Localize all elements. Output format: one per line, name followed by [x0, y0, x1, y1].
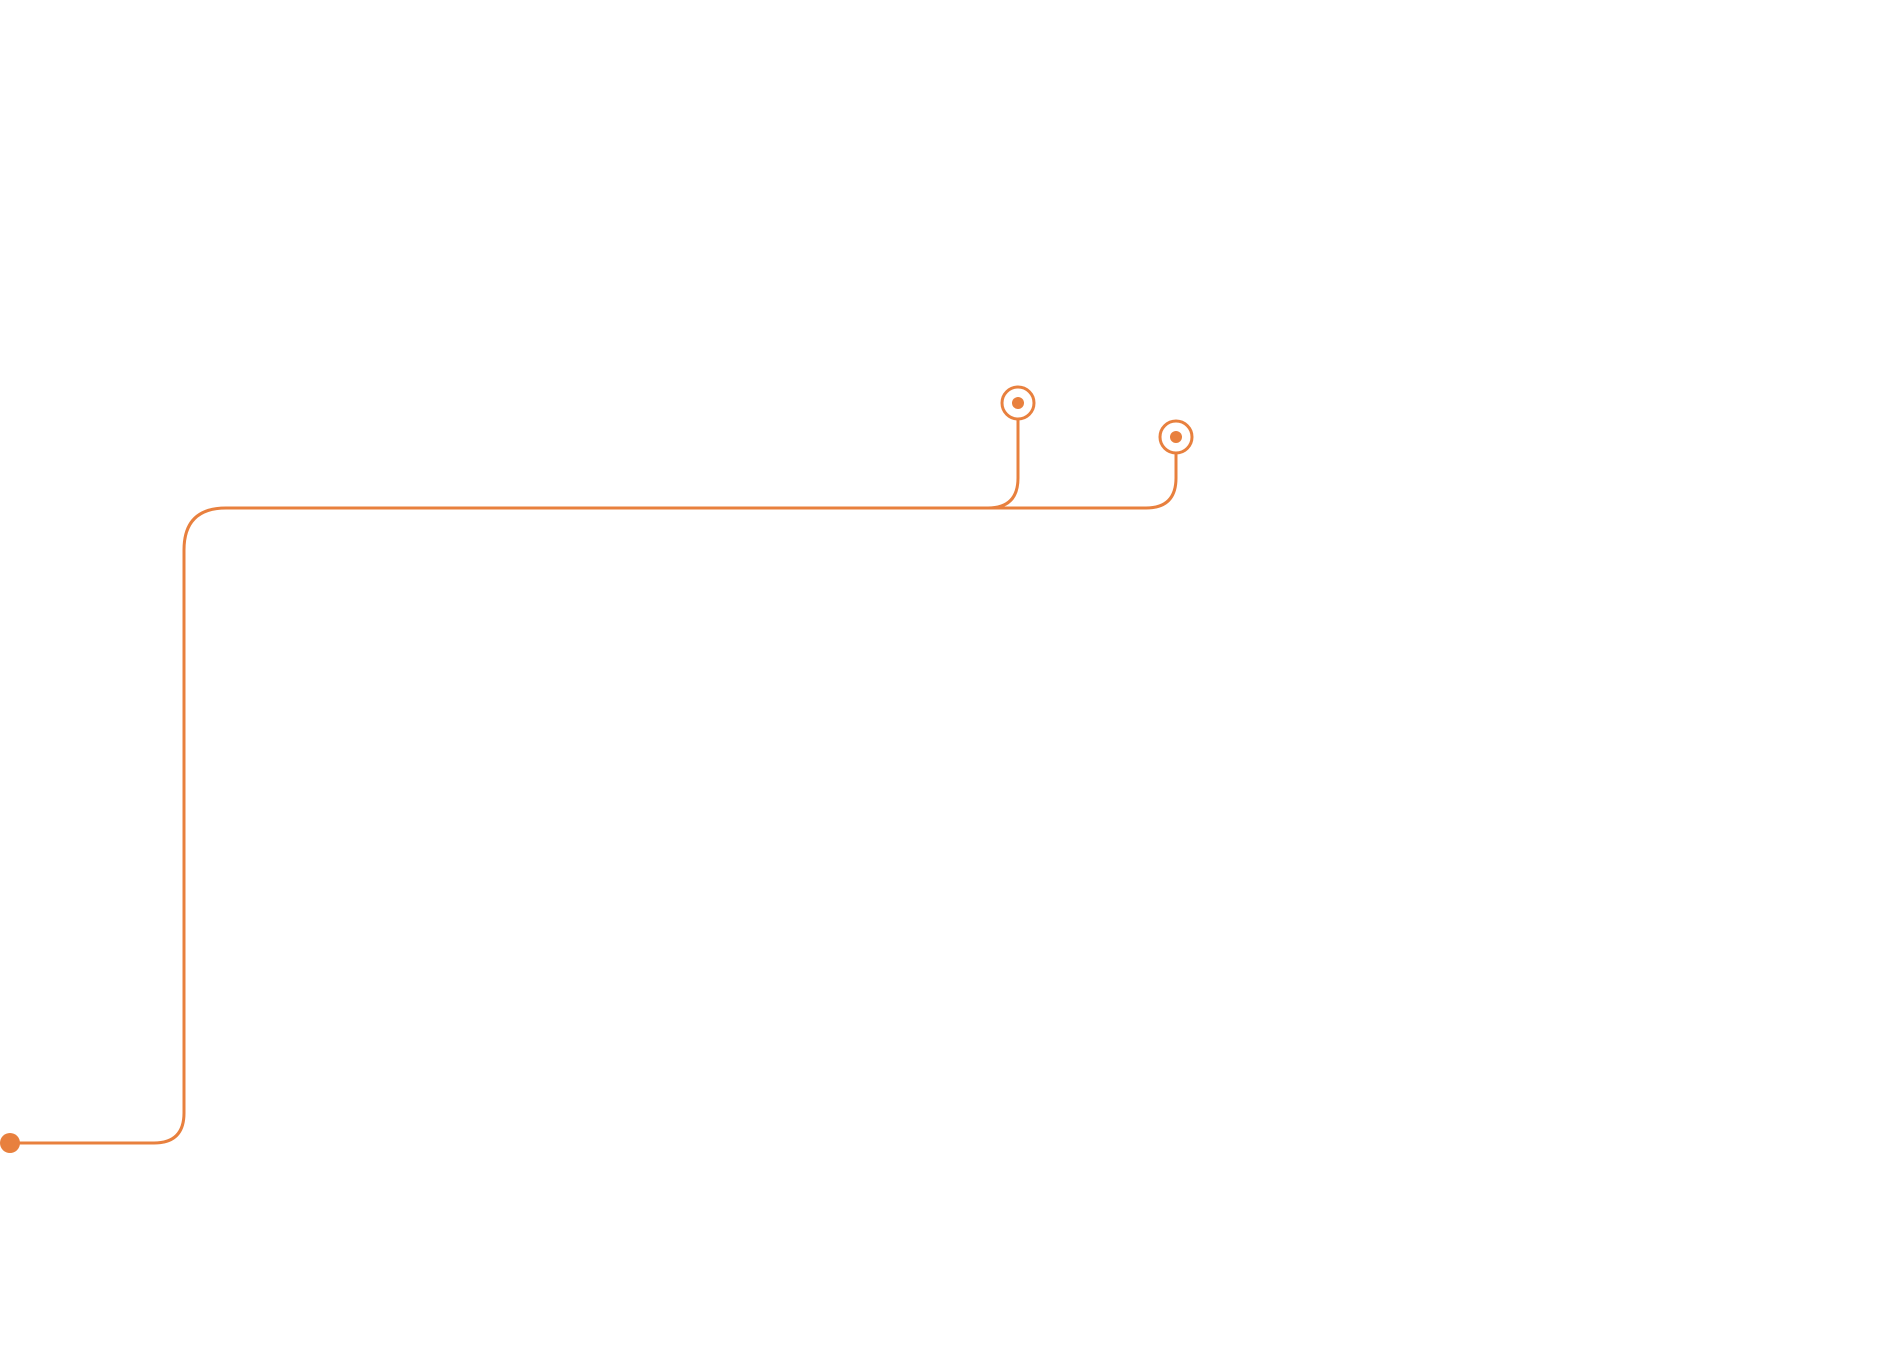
target-icon	[1158, 419, 1194, 455]
branch-connector-path	[986, 452, 1178, 510]
target-center	[1170, 431, 1182, 443]
target-center	[1012, 397, 1024, 409]
connector-lines	[8, 418, 1178, 1145]
start-dot-icon	[0, 1133, 20, 1153]
main-connector-path	[8, 418, 1020, 1145]
target-icon	[1000, 385, 1036, 421]
